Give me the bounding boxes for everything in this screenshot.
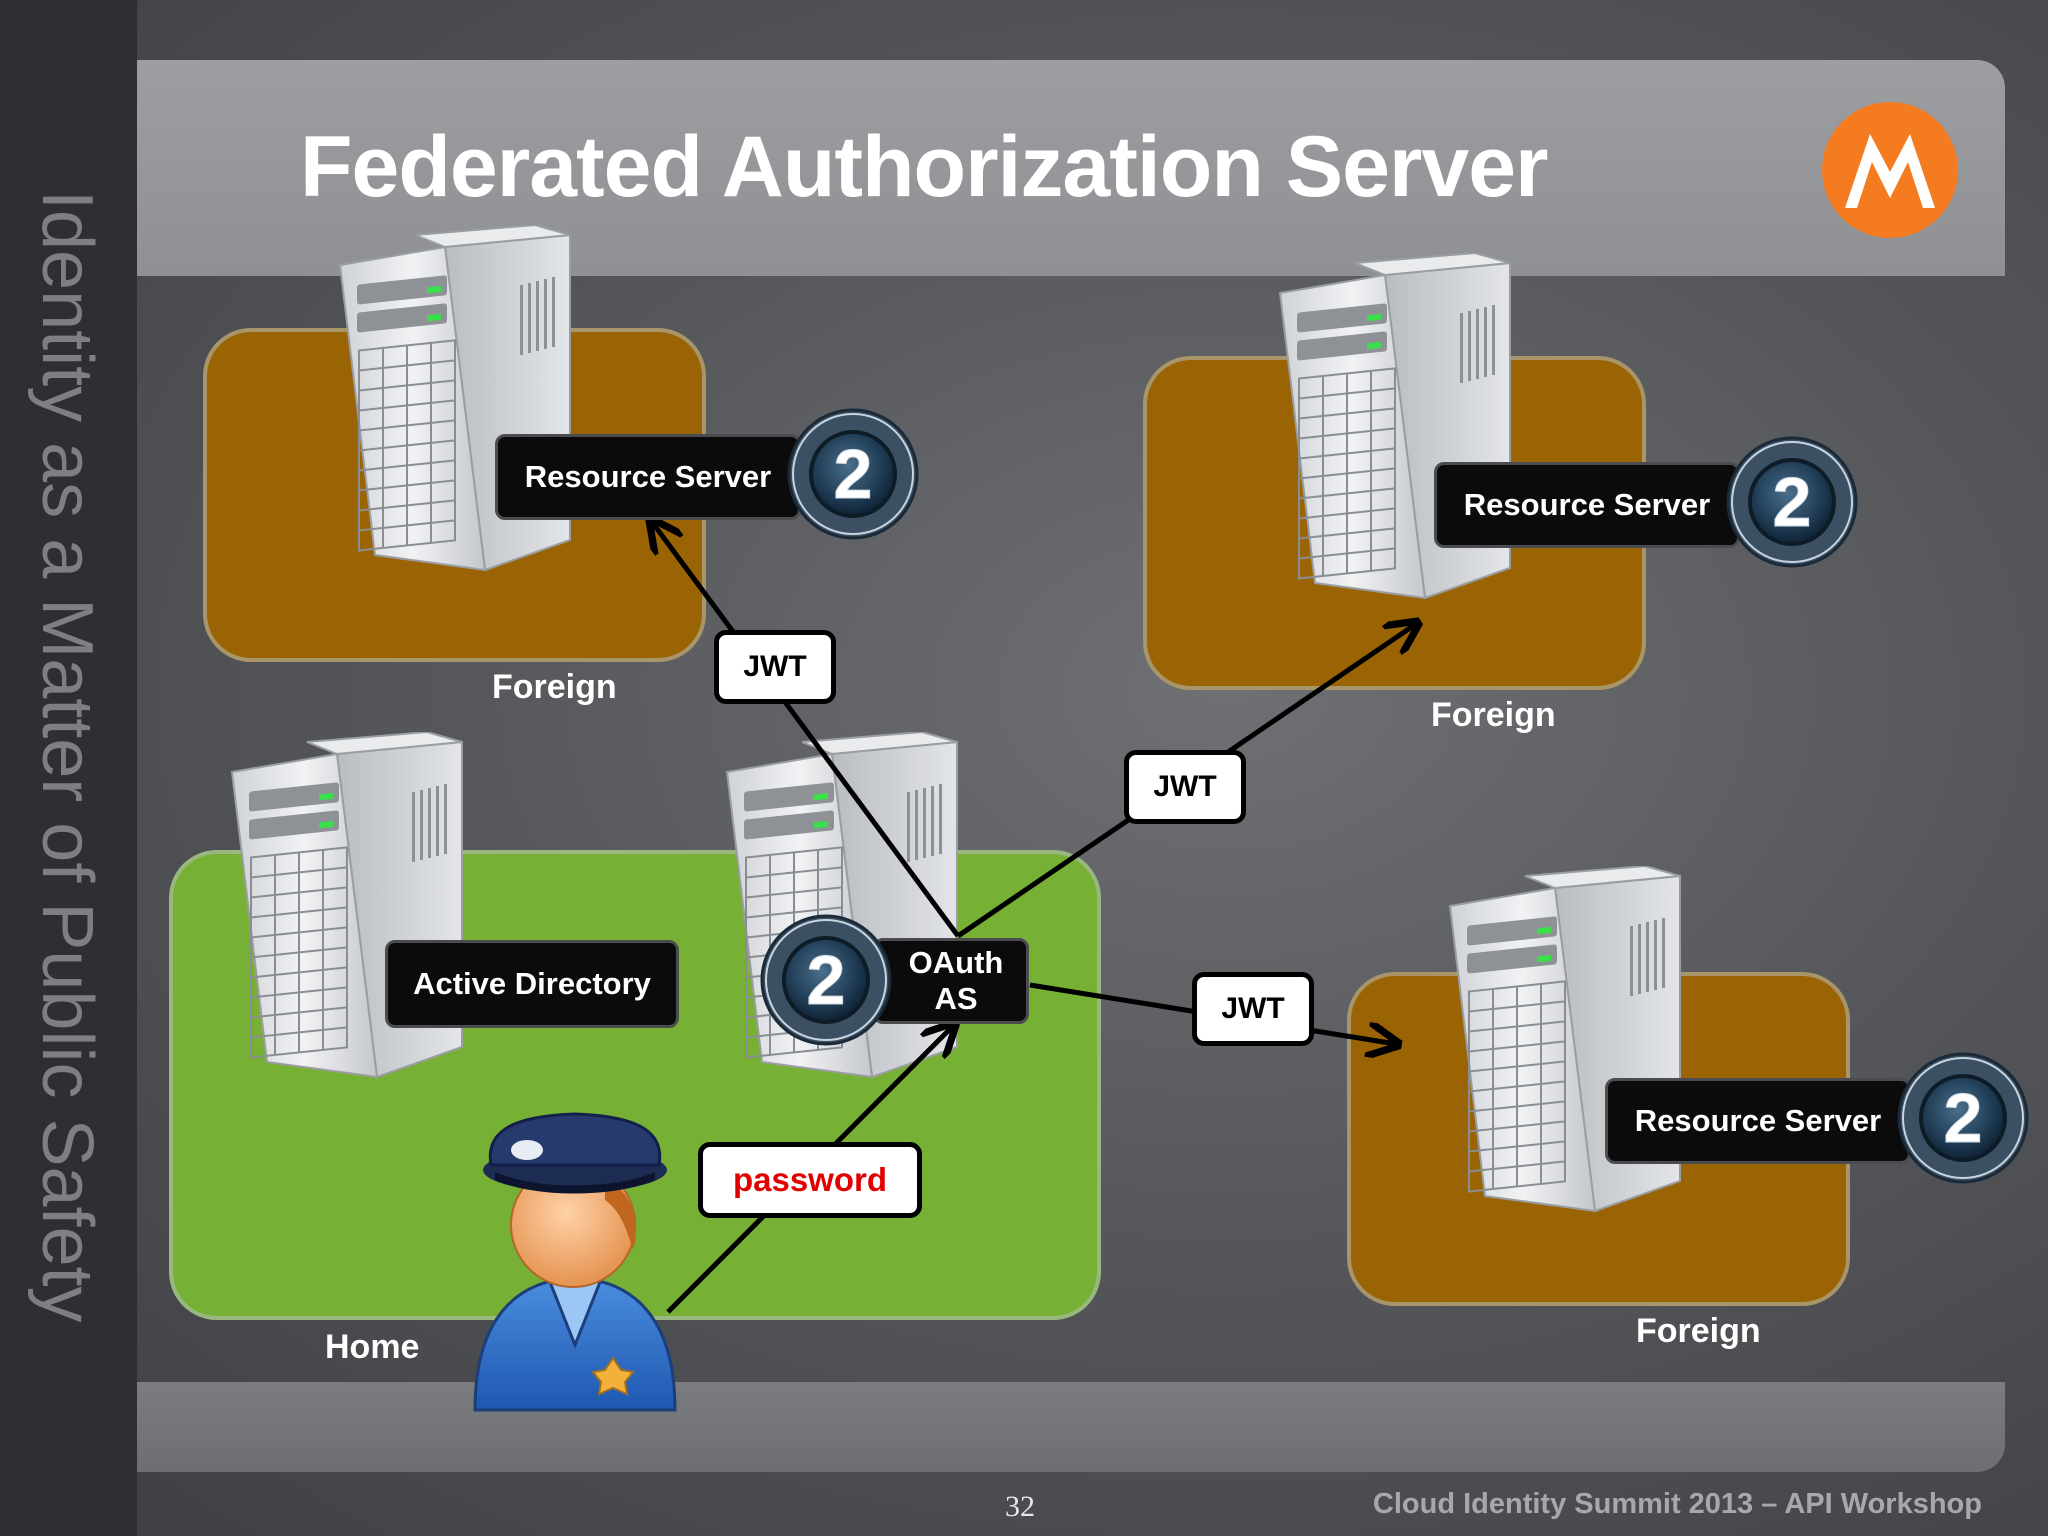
resource-server-label-top-right: Resource Server	[1434, 462, 1740, 548]
police-officer-icon	[473, 1112, 677, 1412]
zone-label-foreign-top-left: Foreign	[492, 668, 617, 706]
sidebar: Identity as a Matter of Public Safety	[0, 0, 137, 1536]
oauth2-badge-icon-oauth-as	[758, 912, 894, 1048]
password-credential: password	[698, 1142, 922, 1218]
jwt-token-top-left: JWT	[714, 630, 836, 704]
page-number: 32	[1005, 1490, 1035, 1523]
active-directory-label: Active Directory	[385, 940, 679, 1028]
slide-title: Federated Authorization Server	[300, 119, 1549, 215]
jwt-token-top-right: JWT	[1124, 750, 1246, 824]
footer-text: Cloud Identity Summit 2013 – API Worksho…	[1372, 1488, 1982, 1520]
resource-server-label-bottom-right: Resource Server	[1605, 1078, 1911, 1164]
zone-label-foreign-top-right: Foreign	[1431, 696, 1556, 734]
oauth-as-label: OAuth AS	[873, 938, 1029, 1024]
zone-label-foreign-bottom-right: Foreign	[1636, 1312, 1761, 1350]
jwt-token-bottom-right: JWT	[1192, 972, 1314, 1046]
oauth2-badge-icon-top-right	[1724, 434, 1860, 570]
motorola-logo-icon	[1822, 102, 1958, 238]
bottom-band	[137, 1382, 2005, 1472]
zone-label-home: Home	[325, 1328, 420, 1366]
arrow-to-resource-server-top-left	[652, 522, 961, 938]
resource-server-label-top-left: Resource Server	[495, 434, 801, 520]
oauth2-badge-icon-bottom-right	[1895, 1050, 2031, 1186]
oauth2-badge-icon-top-left	[785, 406, 921, 542]
